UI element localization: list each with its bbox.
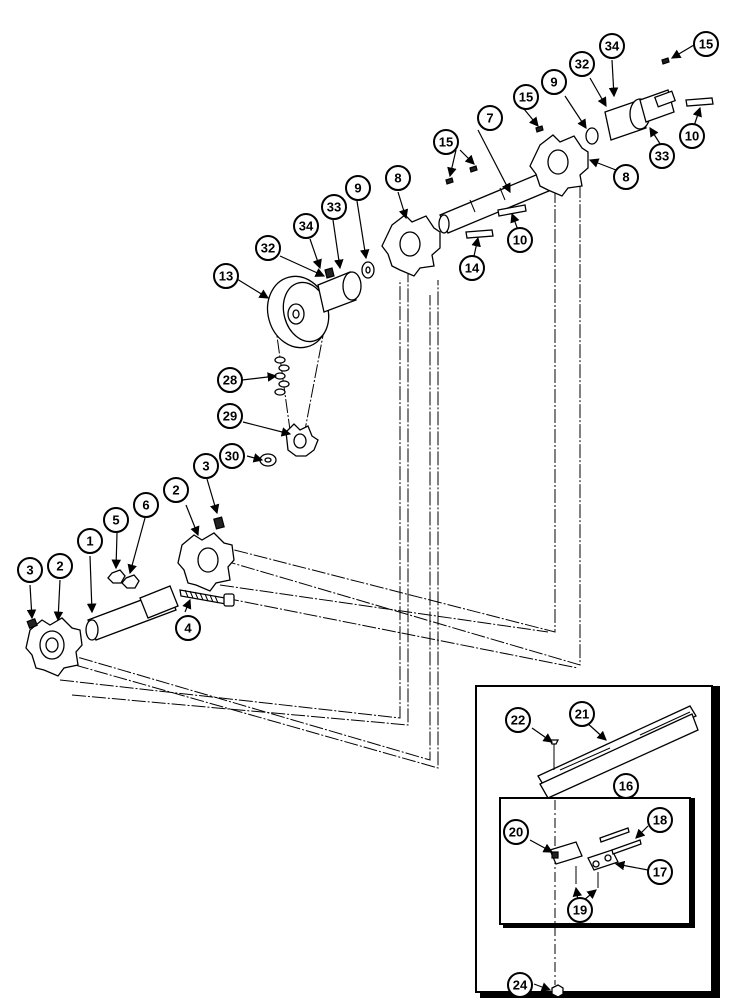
svg-text:15: 15	[519, 90, 533, 105]
svg-text:30: 30	[225, 449, 239, 464]
callout-19: 19	[567, 897, 593, 923]
sprocket-29	[285, 423, 319, 457]
parts	[25, 57, 714, 677]
svg-text:16: 16	[619, 779, 633, 794]
svg-text:2: 2	[172, 483, 179, 498]
svg-text:3: 3	[26, 563, 33, 578]
svg-text:1: 1	[86, 534, 93, 549]
chain-runs	[59, 175, 581, 769]
chain-28	[274, 356, 290, 396]
svg-text:6: 6	[142, 498, 149, 513]
callout-10-mid: 10	[507, 227, 533, 253]
svg-text:22: 22	[511, 713, 525, 728]
callout-15-a: 15	[433, 129, 459, 155]
svg-text:33: 33	[327, 200, 341, 215]
svg-text:2: 2	[56, 559, 63, 574]
callout-9-right: 9	[541, 69, 567, 95]
sprocket-8-right	[529, 134, 589, 197]
svg-text:34: 34	[605, 39, 620, 54]
svg-text:3: 3	[202, 459, 209, 474]
callout-24: 24	[507, 972, 533, 998]
svg-text:14: 14	[465, 261, 480, 276]
svg-text:32: 32	[261, 241, 275, 256]
svg-text:21: 21	[575, 707, 589, 722]
svg-text:15: 15	[439, 135, 453, 150]
callout-21: 21	[569, 701, 595, 727]
callout-7: 7	[477, 105, 503, 131]
hub-33-right	[604, 89, 677, 141]
svg-text:10: 10	[685, 129, 699, 144]
callout-28: 28	[217, 367, 243, 393]
callout-13: 13	[213, 263, 239, 289]
sprocket-8-mid	[381, 214, 441, 277]
callout-34-upper: 34	[293, 213, 319, 239]
svg-text:18: 18	[653, 813, 667, 828]
callout-14: 14	[459, 255, 485, 281]
svg-text:13: 13	[219, 269, 233, 284]
callout-8-right: 8	[613, 164, 639, 190]
svg-text:17: 17	[653, 865, 667, 880]
svg-text:34: 34	[299, 219, 314, 234]
callout-2-left: 2	[47, 553, 73, 579]
callout-34-right: 34	[599, 33, 625, 59]
sprocket-2-left	[25, 617, 83, 677]
callout-10-right: 10	[679, 123, 705, 149]
callout-9-mid: 9	[345, 175, 371, 201]
sprocket-2-right	[177, 532, 235, 592]
callout-2-right: 2	[163, 477, 189, 503]
svg-text:7: 7	[486, 111, 493, 126]
svg-text:9: 9	[550, 75, 557, 90]
svg-text:32: 32	[575, 57, 589, 72]
svg-text:9: 9	[354, 181, 361, 196]
svg-text:4: 4	[184, 621, 192, 636]
svg-text:20: 20	[509, 825, 523, 840]
callout-1: 1	[77, 528, 103, 554]
svg-text:8: 8	[394, 171, 401, 186]
callout-29: 29	[217, 403, 243, 429]
svg-text:28: 28	[223, 373, 237, 388]
callout-4: 4	[175, 615, 201, 641]
svg-text:33: 33	[655, 149, 669, 164]
svg-text:8: 8	[622, 170, 629, 185]
callout-18: 18	[647, 807, 673, 833]
svg-text:5: 5	[112, 513, 119, 528]
svg-text:24: 24	[513, 978, 528, 993]
bolt-4	[179, 589, 235, 607]
callout-3-right: 3	[193, 453, 219, 479]
callout-32-upper: 32	[255, 235, 281, 261]
leader-lines	[26, 44, 702, 992]
callout-15-c: 15	[693, 31, 719, 57]
callout-17: 17	[647, 859, 673, 885]
shaft-1	[85, 585, 179, 641]
callout-16: 16	[613, 773, 639, 799]
svg-text:19: 19	[573, 903, 587, 918]
callout-5: 5	[103, 507, 129, 533]
callout-33-upper: 33	[321, 194, 347, 220]
callout-22: 22	[505, 707, 531, 733]
pulley-13	[266, 275, 330, 349]
callout-30: 30	[219, 443, 245, 469]
svg-text:10: 10	[513, 233, 527, 248]
callout-6: 6	[133, 492, 159, 518]
callout-3-left: 3	[17, 557, 43, 583]
callout-33-right: 33	[649, 143, 675, 169]
svg-text:15: 15	[699, 37, 713, 52]
hub-33-upper	[317, 267, 362, 313]
callout-20: 20	[503, 819, 529, 845]
callout-32-right: 32	[569, 51, 595, 77]
svg-text:29: 29	[223, 409, 237, 424]
callouts: 1 2 2 3 3 4 5 6 7 8 8 9 9 10 10 13 14 15…	[17, 31, 719, 998]
callout-8-mid: 8	[385, 165, 411, 191]
callout-15-b: 15	[513, 84, 539, 110]
